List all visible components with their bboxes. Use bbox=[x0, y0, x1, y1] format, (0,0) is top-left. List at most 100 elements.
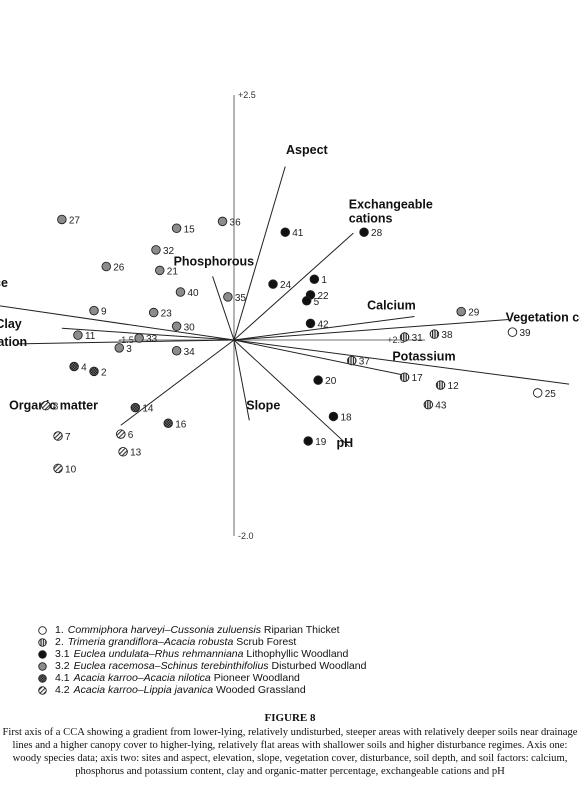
legend-species: Trimeria grandiflora–Acacia robusta bbox=[67, 636, 234, 648]
site-point-35 bbox=[223, 292, 233, 302]
figure-label: FIGURE 8 bbox=[264, 712, 316, 724]
site-label-23: 23 bbox=[161, 309, 173, 320]
site-label-28: 28 bbox=[371, 228, 383, 239]
site-label-18: 18 bbox=[340, 412, 352, 423]
legend-marker bbox=[38, 649, 47, 659]
vector-label-elevation: Elevation bbox=[0, 335, 27, 349]
cca-biplot: -1.5+2.5+2.5-2.0 AspectExchangeablecatio… bbox=[0, 90, 580, 541]
legend-community: Pioneer Woodland bbox=[213, 672, 300, 684]
vector-label-calcium: Calcium bbox=[367, 299, 416, 313]
site-label-30: 30 bbox=[184, 322, 196, 333]
site-label-29: 29 bbox=[468, 308, 480, 319]
y-tick-label: +2.5 bbox=[238, 90, 256, 100]
legend-marker bbox=[38, 625, 47, 635]
site-label-41: 41 bbox=[292, 228, 304, 239]
site-point-7 bbox=[53, 431, 63, 441]
legend-number: 1. bbox=[55, 624, 64, 636]
site-label-36: 36 bbox=[230, 217, 242, 228]
site-label-38: 38 bbox=[441, 330, 453, 341]
legend-species: Euclea racemosa–Schinus terebinthifolius bbox=[73, 660, 269, 672]
vector-label-organic-matter: Organic matter bbox=[9, 399, 98, 413]
site-label-42: 42 bbox=[318, 319, 330, 330]
site-point-13 bbox=[118, 446, 128, 457]
x-tick-label: -1.5 bbox=[118, 335, 134, 345]
legend-marker bbox=[38, 661, 47, 671]
site-label-4: 4 bbox=[81, 362, 87, 373]
site-point-17 bbox=[399, 372, 410, 382]
site-point-18 bbox=[328, 411, 339, 422]
site-point-42 bbox=[305, 318, 316, 329]
vector-label-exchangeable: Exchangeable bbox=[349, 198, 433, 212]
site-point-21 bbox=[155, 265, 165, 276]
site-label-19: 19 bbox=[315, 437, 327, 448]
vector-disturbance bbox=[0, 305, 235, 341]
vector-label-phosphorous: Phosphorous bbox=[174, 255, 255, 269]
site-point-30 bbox=[171, 321, 182, 332]
site-point-27 bbox=[57, 214, 67, 225]
legend-number: 4.1 bbox=[55, 672, 70, 684]
caption-text: First axis of a CCA showing a gradient f… bbox=[2, 727, 578, 777]
site-label-12: 12 bbox=[448, 381, 460, 392]
vector-phosphorous bbox=[212, 276, 235, 341]
site-point-1 bbox=[309, 274, 320, 284]
environmental-vectors: AspectExchangeablecationsDisturbancePhos… bbox=[0, 143, 580, 450]
legend-item: 2.Trimeria grandiflora–Acacia robusta Sc… bbox=[38, 636, 558, 648]
site-point-23 bbox=[148, 307, 159, 318]
legend-species: Acacia karroo–Lippia javanica bbox=[73, 684, 214, 696]
site-label-6: 6 bbox=[128, 430, 134, 441]
site-point-3 bbox=[114, 343, 124, 353]
site-point-38 bbox=[429, 329, 440, 339]
site-label-16: 16 bbox=[175, 419, 187, 430]
site-point-11 bbox=[73, 330, 83, 340]
vector-vegetation-cover bbox=[233, 318, 510, 341]
legend-community: Riparian Thicket bbox=[263, 624, 340, 636]
site-label-43: 43 bbox=[435, 401, 447, 412]
x-tick-label: +2.5 bbox=[387, 335, 405, 345]
vector-organic-matter bbox=[120, 339, 235, 426]
site-point-5 bbox=[301, 296, 312, 306]
site-label-26: 26 bbox=[113, 263, 125, 274]
site-point-20 bbox=[313, 375, 323, 385]
site-label-40: 40 bbox=[187, 288, 199, 299]
site-label-25: 25 bbox=[545, 389, 557, 400]
site-point-16 bbox=[163, 418, 173, 429]
figure-caption: FIGURE 8 First axis of a CCA showing a g… bbox=[0, 712, 580, 778]
legend-community: Lithophyllic Woodland bbox=[246, 648, 349, 660]
vector-potassium bbox=[233, 339, 405, 376]
site-label-2: 2 bbox=[101, 367, 107, 378]
site-point-26 bbox=[101, 261, 111, 272]
site-label-5: 5 bbox=[314, 297, 320, 308]
vector-label2-exchangeable: cations bbox=[349, 212, 393, 226]
site-point-43 bbox=[423, 399, 434, 410]
site-label-7: 7 bbox=[65, 432, 71, 443]
site-label-27: 27 bbox=[69, 215, 81, 226]
legend-species: Commiphora harveyi–Cussonia zuluensis bbox=[67, 624, 261, 636]
site-label-8: 8 bbox=[53, 402, 59, 413]
vector-label-ph: pH bbox=[337, 436, 354, 450]
vector-elevation bbox=[17, 339, 235, 345]
legend-number: 2. bbox=[55, 636, 64, 648]
vector-aspect bbox=[233, 166, 286, 341]
site-point-4 bbox=[69, 361, 79, 372]
site-point-34 bbox=[171, 346, 182, 356]
site-label-33: 33 bbox=[146, 334, 158, 345]
legend-community: Disturbed Woodland bbox=[271, 660, 367, 672]
site-label-13: 13 bbox=[130, 448, 142, 459]
site-point-41 bbox=[280, 227, 291, 237]
legend-marker bbox=[38, 685, 47, 695]
site-point-36 bbox=[217, 216, 228, 227]
site-point-31 bbox=[399, 332, 410, 342]
site-label-14: 14 bbox=[142, 404, 154, 415]
site-label-10: 10 bbox=[65, 464, 77, 475]
legend-community: Wooded Grassland bbox=[216, 684, 306, 696]
legend-item: 1.Commiphora harveyi–Cussonia zuluensis … bbox=[38, 624, 558, 636]
site-point-14 bbox=[130, 402, 141, 413]
site-point-28 bbox=[359, 227, 369, 237]
legend-marker bbox=[38, 673, 47, 683]
site-point-25 bbox=[532, 388, 543, 398]
site-label-32: 32 bbox=[163, 246, 175, 257]
